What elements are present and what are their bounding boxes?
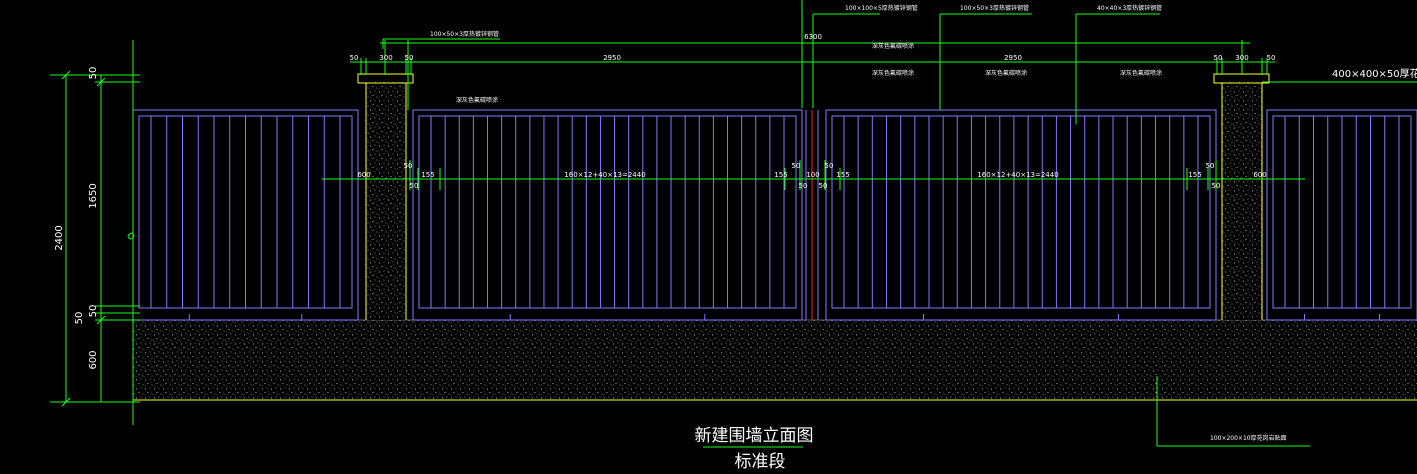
dim-offset-5: 50 [404,162,413,170]
callout-top-tube-center: 100×100×5厚热镀锌钢管 [845,4,918,12]
dim-offset-10: 50 [819,182,828,190]
callout-pier-cap: 400×400×50厚花岗岩压顶 [1332,67,1417,80]
top-dimension-lines [350,0,1417,447]
callout-coating-mid-2: 深灰色氟碳喷涂 [985,69,1027,77]
dim-bars-left: 160×12+40×13=2440 [564,171,645,179]
dim-height-small-2: 50 [88,305,99,318]
dim-edge-1: 155 [421,171,434,179]
dim-offset-2: 50 [405,54,414,62]
dim-offset-11: 50 [1206,162,1215,170]
dim-offset-3: 50 [1214,54,1223,62]
dim-edge-2: 155 [774,171,787,179]
fence-panel-right [1266,109,1417,321]
dim-offset-9: 50 [825,162,834,170]
callout-coating-long: 深灰色氟碳喷涂 [872,42,914,50]
callout-coating-mid-3: 深灰色氟碳喷涂 [1120,69,1162,77]
drawing-title: 新建围墙立面图 [695,426,814,446]
pier-right [1213,73,1270,320]
dim-offset-8: 50 [799,182,808,190]
dim-bay-right: 2950 [1004,54,1022,62]
fence-panel-center-left [412,109,803,321]
dim-bay-left: 2950 [603,54,621,62]
dim-span: 6300 [804,33,822,41]
pier-left [357,73,414,320]
dim-edge-4: 155 [1188,171,1201,179]
fence-panel-center-right [825,109,1217,321]
callout-coating-left: 深灰色氟碳喷涂 [456,96,498,104]
base-wall [133,320,1417,400]
dim-edge-3: 155 [836,171,849,179]
dim-pier-left: 300 [379,54,392,62]
dim-end-gap-left: 600 [357,171,370,179]
fence-panel-left [132,109,359,321]
drawing-subtitle: 标准段 [735,452,786,472]
callout-coating-mid-1: 深灰色氟碳喷涂 [872,69,914,77]
dim-offset-1: 50 [350,54,359,62]
dim-offset-7: 50 [792,162,801,170]
dim-height-base: 600 [88,350,99,369]
mid-dimension-line [322,160,1305,190]
callout-flat-bar: 40×40×3厚热镀锌钢管 [1097,4,1162,12]
dim-center-gap: 100 [806,171,819,179]
dim-bars-right: 160×12+40×13=2440 [977,171,1058,179]
dim-height-fence: 1650 [88,183,99,208]
dim-height-top: 50 [88,67,99,80]
callout-top-tube-left: 100×50×3厚热镀锌钢管 [430,30,499,38]
dim-height-small-1: 50 [74,312,85,325]
dim-end-gap-right: 600 [1253,171,1266,179]
callout-top-tube-right: 100×50×3厚热镀锌钢管 [960,4,1029,12]
dim-height-total: 2400 [54,225,65,250]
dim-offset-6: 50 [410,182,419,190]
dim-offset-4: 50 [1267,54,1276,62]
fence-panels [132,109,1417,321]
vertical-dimensions [50,40,140,425]
callout-base-stone: 100×200×10厚花岗岩贴面 [1210,434,1287,442]
dim-offset-12: 50 [1212,182,1221,190]
dim-pier-right: 300 [1235,54,1248,62]
